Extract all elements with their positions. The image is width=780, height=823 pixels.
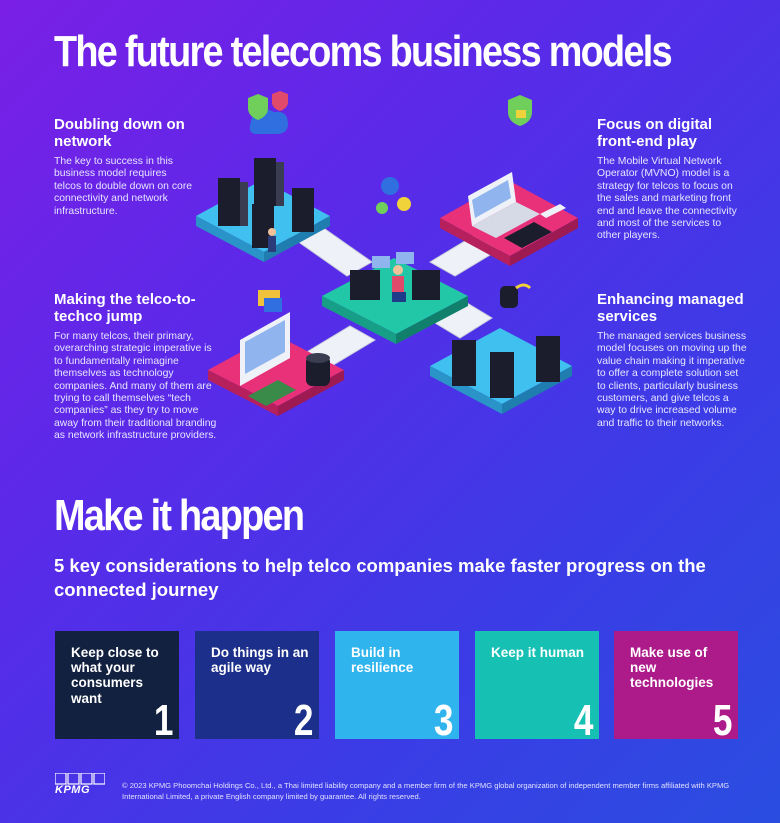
consideration-label: Build in resilience — [351, 645, 414, 676]
consideration-number: 4 — [573, 696, 593, 745]
model-heading-managed: Enhancing managed services — [597, 291, 744, 325]
consideration-card-1: Keep close to what your consumers want 1 — [55, 631, 179, 745]
model-body-techco: For many telcos, their primary, overarch… — [54, 331, 217, 442]
center-platform — [322, 177, 468, 344]
business-models-illustration — [196, 91, 578, 416]
consideration-label: Do things in an agile way — [211, 645, 309, 676]
kpmg-logo-text: KPMG — [55, 784, 90, 796]
consideration-card-4: Keep it human 4 — [475, 631, 599, 745]
model-body-network: The key to success in this business mode… — [54, 156, 193, 217]
kpmg-logo: KPMG — [54, 772, 106, 796]
consideration-label: Keep close to what your consumers want — [71, 645, 159, 706]
model-heading-techco: Making the telco-to-techco jump — [54, 291, 196, 325]
footer-copyright: © 2023 KPMG Phoomchai Holdings Co., Ltd.… — [122, 780, 730, 801]
consideration-number: 5 — [712, 696, 732, 745]
consideration-card-2: Do things in an agile way 2 — [195, 631, 319, 745]
network-platform — [196, 91, 330, 262]
consideration-card-3: Build in resilience 3 — [335, 631, 459, 745]
page-title: The future telecoms business models — [54, 27, 673, 76]
managed-platform — [430, 283, 572, 414]
digital-platform — [440, 95, 578, 266]
model-heading-network: Doubling down on network — [54, 116, 185, 150]
consideration-label: Keep it human — [491, 645, 585, 660]
consideration-card-5: Make use of new technologies 5 — [614, 631, 738, 745]
considerations-subtitle: 5 key considerations to help telco compa… — [54, 555, 706, 600]
techco-platform — [208, 290, 344, 416]
consideration-number: 3 — [433, 696, 453, 745]
consideration-number: 2 — [293, 696, 313, 745]
model-body-managed: The managed services business model focu… — [597, 331, 747, 429]
consideration-label: Make use of new technologies — [630, 645, 714, 691]
make-it-happen-heading: Make it happen — [54, 491, 305, 540]
model-body-digital: The Mobile Virtual Network Operator (MVN… — [597, 156, 737, 242]
model-heading-digital: Focus on digital front-end play — [597, 116, 712, 150]
consideration-number: 1 — [153, 696, 173, 745]
